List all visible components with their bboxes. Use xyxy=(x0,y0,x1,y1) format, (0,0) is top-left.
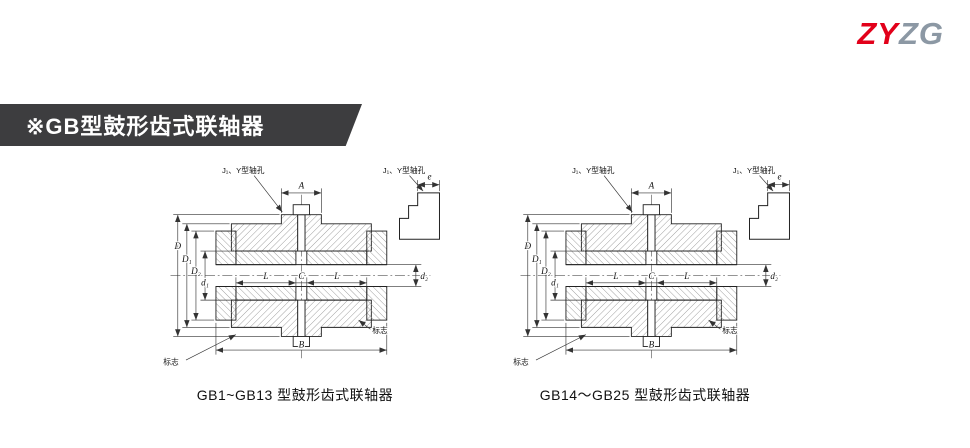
hub-left-upper xyxy=(235,250,297,266)
sleeve-upper-right xyxy=(654,214,722,252)
coupling-drawing: A e L C L xyxy=(162,164,440,368)
dim-label-C: C xyxy=(648,271,655,281)
hub-right-upper xyxy=(656,250,718,266)
coupling-figure: A e L C L xyxy=(495,162,795,405)
sleeve-upper-left xyxy=(230,214,299,252)
hub-right-lower xyxy=(656,286,718,301)
shaft-hole-profile xyxy=(749,192,790,240)
figures-row: A e L C L xyxy=(145,162,795,405)
bolt-bottom-shank xyxy=(647,299,656,337)
title-banner: ※GB型鼓形齿式联轴器 xyxy=(0,104,362,146)
bolt-bottom-shank xyxy=(297,299,306,337)
dim-label-L-left: L xyxy=(262,271,268,281)
coupling-body xyxy=(565,192,790,347)
dim-label-C: C xyxy=(298,271,305,281)
dim-label-D2: D₂ xyxy=(190,266,201,276)
hub-left-lower xyxy=(235,286,297,301)
logo-text-red: ZY xyxy=(857,16,899,51)
dim-label-L-right: L xyxy=(683,271,689,281)
bolt-bottom-nut xyxy=(292,336,310,347)
dim-label-D2: D₂ xyxy=(540,266,551,276)
hub-left-lower xyxy=(585,286,647,301)
dim-label-e: e xyxy=(777,171,781,181)
dim-label-B: B xyxy=(649,339,655,349)
label-mark-left: 标志 xyxy=(513,357,529,367)
dim-label-D1: D₁ xyxy=(181,254,192,264)
bolt-top-shank xyxy=(647,214,656,252)
bolt-bottom-nut xyxy=(642,336,660,347)
hub-right-upper xyxy=(306,250,368,266)
label-shaft-hole-right: J₁、Y型轴孔 xyxy=(733,165,776,175)
end-disc-left-lower xyxy=(565,286,587,321)
label-shaft-hole-left: J₁、Y型轴孔 xyxy=(222,165,265,175)
dim-label-d1: d₁ xyxy=(551,278,559,288)
end-disc-right-lower xyxy=(716,286,738,321)
sleeve-upper-right xyxy=(304,214,372,252)
end-disc-left-upper xyxy=(565,230,587,266)
coupling-figure: A e L C L xyxy=(145,162,445,405)
label-shaft-hole-left: J₁、Y型轴孔 xyxy=(572,165,615,175)
bolt-top-shank xyxy=(297,214,306,252)
bolt-top-nut xyxy=(642,204,660,216)
label-mark-left: 标志 xyxy=(163,357,179,367)
logo-text-gray: ZG xyxy=(898,16,944,51)
dim-label-L-left: L xyxy=(612,271,618,281)
sleeve-upper-left xyxy=(580,214,649,252)
company-logo: ZYZG xyxy=(857,16,944,52)
dim-label-L-right: L xyxy=(333,271,339,281)
label-mark-right: 标志 xyxy=(722,325,738,335)
end-disc-left-lower xyxy=(215,286,237,321)
dimension-lines: A e L C L xyxy=(162,164,440,368)
end-disc-right-upper xyxy=(366,230,388,266)
sleeve-lower-left xyxy=(580,299,649,337)
end-disc-right-lower xyxy=(366,286,388,321)
coupling-drawing: A e L C L xyxy=(512,164,790,368)
dim-label-D: D xyxy=(523,241,531,251)
end-disc-right-upper xyxy=(716,230,738,266)
hub-left-upper xyxy=(585,250,647,266)
sleeve-lower-left xyxy=(230,299,299,337)
dim-label-d1: d₁ xyxy=(201,278,209,288)
dim-label-D: D xyxy=(173,241,181,251)
label-mark-right: 标志 xyxy=(372,325,388,335)
dim-label-A: A xyxy=(648,180,655,190)
dim-label-B: B xyxy=(299,339,305,349)
figure-caption: GB14～GB25 型鼓形齿式联轴器 xyxy=(539,387,751,403)
dim-label-d2: d₂ xyxy=(420,271,428,281)
dim-label-e: e xyxy=(427,171,431,181)
figure-caption: GB1~GB13 型鼓形齿式联轴器 xyxy=(196,387,394,403)
end-disc-left-upper xyxy=(215,230,237,266)
label-shaft-hole-right: J₁、Y型轴孔 xyxy=(383,165,426,175)
shaft-hole-profile xyxy=(399,192,440,240)
dim-label-d2: d₂ xyxy=(770,271,778,281)
hub-right-lower xyxy=(306,286,368,301)
coupling-body xyxy=(215,192,440,347)
bolt-top-nut xyxy=(292,204,310,216)
dim-label-D1: D₁ xyxy=(531,254,542,264)
sleeve-lower-right xyxy=(304,299,372,337)
sleeve-lower-right xyxy=(654,299,722,337)
dim-label-A: A xyxy=(298,180,305,190)
page-title: ※GB型鼓形齿式联轴器 xyxy=(26,114,265,139)
dimension-lines: A e L C L xyxy=(512,164,790,368)
